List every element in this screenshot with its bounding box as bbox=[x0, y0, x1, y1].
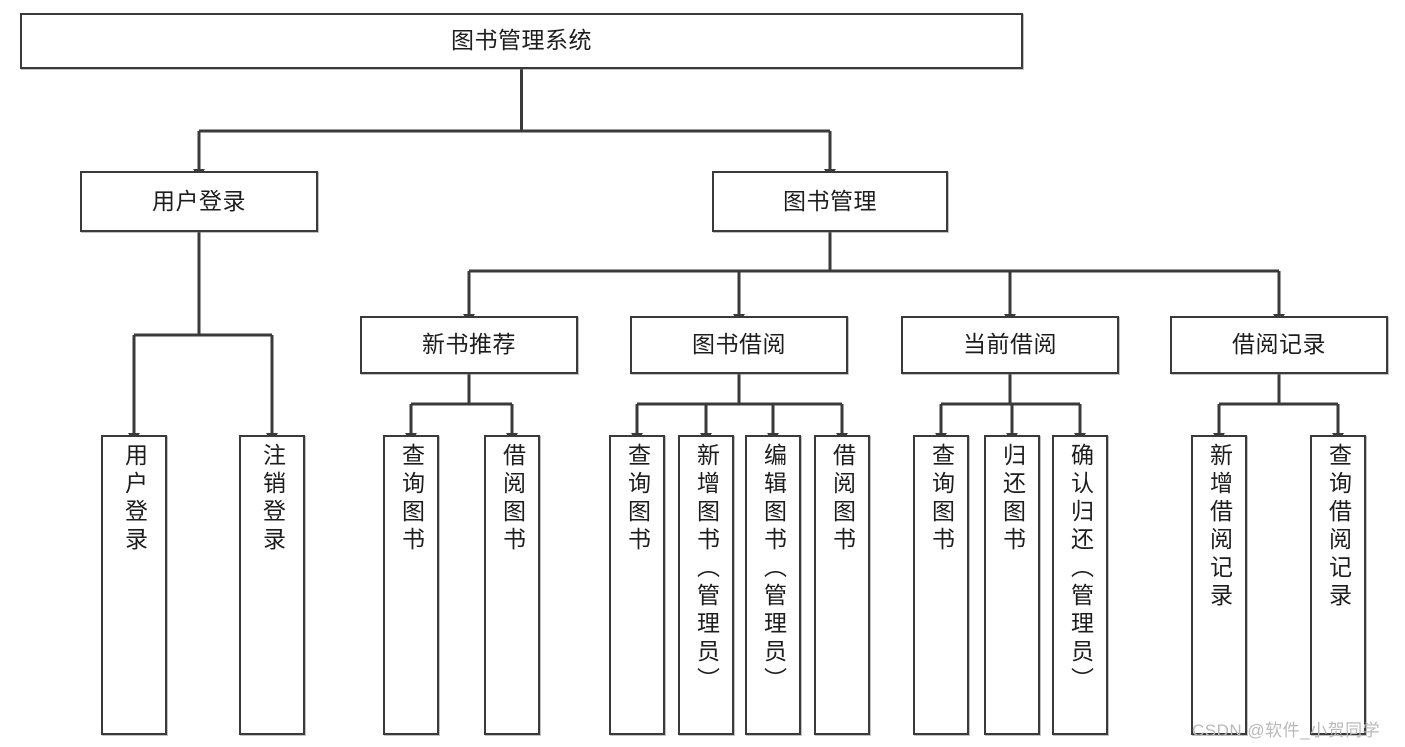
node-borrow[interactable]: 图书借阅 bbox=[630, 316, 848, 374]
node-records[interactable]: 借阅记录 bbox=[1170, 316, 1388, 374]
node-label: 图书借阅 bbox=[692, 331, 786, 358]
node-label: 查询图书 bbox=[624, 443, 651, 555]
node-leaf-login-2[interactable]: 注销登录 bbox=[239, 435, 305, 735]
node-leaf-rec-2[interactable]: 查询借阅记录 bbox=[1310, 435, 1366, 735]
node-leaf-bor-4[interactable]: 借阅图书 bbox=[814, 435, 870, 735]
node-label: 用户登录 bbox=[121, 443, 148, 555]
node-label: 新增图书（管理员） bbox=[693, 443, 720, 695]
node-current[interactable]: 当前借阅 bbox=[901, 316, 1119, 374]
node-label: 编辑图书（管理员） bbox=[760, 443, 787, 695]
csdn-watermark: CSDN @软件_小贺同学 bbox=[1192, 721, 1381, 740]
node-label: 当前借阅 bbox=[963, 331, 1057, 358]
node-leaf-bor-3[interactable]: 编辑图书（管理员） bbox=[745, 435, 801, 735]
node-label: 归还图书 bbox=[999, 443, 1026, 555]
node-leaf-bor-1[interactable]: 查询图书 bbox=[609, 435, 665, 735]
node-leaf-bor-2[interactable]: 新增图书（管理员） bbox=[678, 435, 734, 735]
edge-paths bbox=[134, 69, 1338, 434]
node-label: 用户登录 bbox=[152, 187, 246, 214]
node-label: 图书管理系统 bbox=[451, 27, 592, 54]
node-bookmgmt[interactable]: 图书管理 bbox=[712, 171, 948, 232]
node-label: 图书管理 bbox=[783, 187, 877, 214]
node-leaf-new-2[interactable]: 借阅图书 bbox=[484, 435, 540, 735]
node-label: 查询图书 bbox=[928, 443, 955, 555]
node-login[interactable]: 用户登录 bbox=[80, 171, 318, 232]
node-leaf-rec-1[interactable]: 新增借阅记录 bbox=[1191, 435, 1247, 735]
node-label: 借阅图书 bbox=[499, 443, 526, 555]
node-leaf-new-1[interactable]: 查询图书 bbox=[383, 435, 439, 735]
node-label: 查询借阅记录 bbox=[1325, 443, 1352, 611]
node-leaf-cur-3[interactable]: 确认归还（管理员） bbox=[1052, 435, 1108, 735]
node-label: 借阅图书 bbox=[829, 443, 856, 555]
node-newbook[interactable]: 新书推荐 bbox=[360, 316, 578, 374]
node-label: 查询图书 bbox=[398, 443, 425, 555]
node-label: 借阅记录 bbox=[1232, 331, 1326, 358]
node-label: 新增借阅记录 bbox=[1206, 443, 1233, 611]
node-leaf-cur-2[interactable]: 归还图书 bbox=[984, 435, 1040, 735]
node-label: 确认归还（管理员） bbox=[1067, 443, 1094, 695]
node-leaf-cur-1[interactable]: 查询图书 bbox=[913, 435, 969, 735]
node-leaf-login-1[interactable]: 用户登录 bbox=[101, 435, 167, 735]
node-label: 新书推荐 bbox=[422, 331, 516, 358]
node-label: 注销登录 bbox=[259, 443, 286, 555]
node-root[interactable]: 图书管理系统 bbox=[20, 13, 1023, 69]
